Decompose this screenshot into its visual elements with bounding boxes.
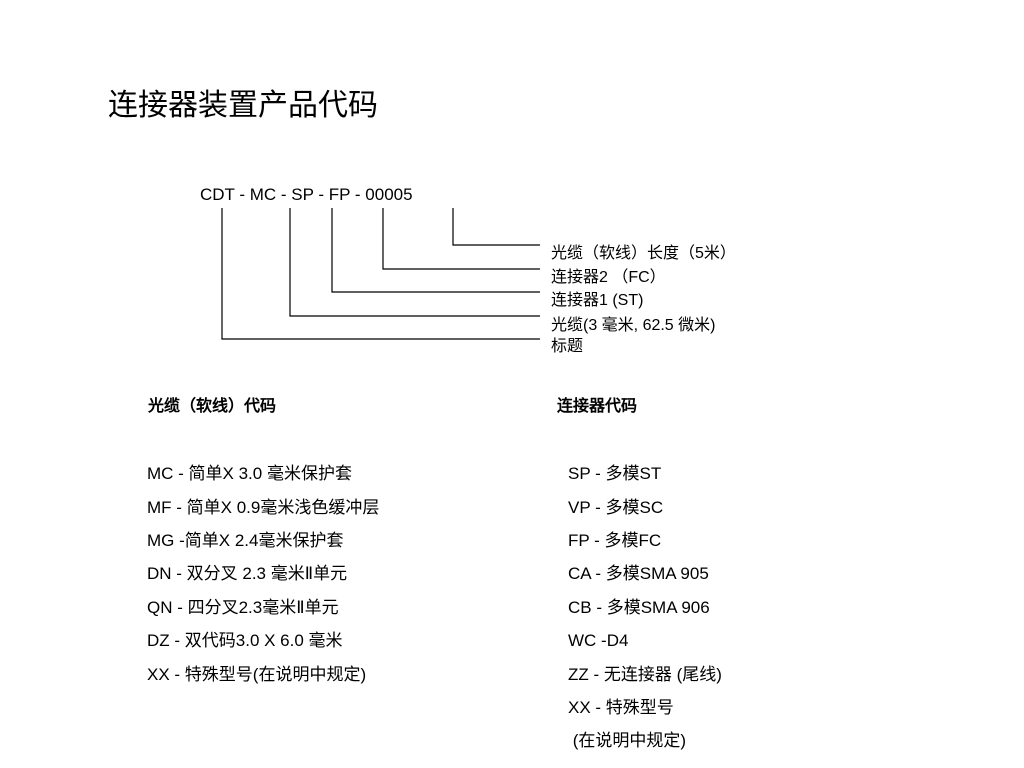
cable-code-heading: 光缆（软线）代码 [148, 398, 277, 415]
connector-code-heading: 连接器代码 [557, 398, 638, 415]
connector-code-item: SP - 多模ST [568, 464, 662, 483]
legend-connector-2: 连接器2 （FC） [551, 269, 666, 286]
connector-line-connector1 [331, 208, 540, 293]
cable-code-item: DN - 双分叉 2.3 毫米Ⅱ单元 [147, 564, 348, 583]
connector-line-title [221, 208, 540, 340]
cable-code-item: MC - 简单X 3.0 毫米保护套 [147, 464, 352, 483]
product-code: CDT - MC - SP - FP - 00005 [200, 185, 413, 204]
cable-code-item: MF - 简单X 0.9毫米浅色缓冲层 [147, 498, 380, 517]
connector-code-item: CB - 多模SMA 906 [568, 598, 710, 617]
connector-code-item: FP - 多模FC [568, 531, 662, 550]
cable-code-item: QN - 四分叉2.3毫米Ⅱ单元 [147, 598, 339, 617]
cable-code-item: XX - 特殊型号(在说明中规定) [147, 665, 367, 684]
connector-code-item: CA - 多模SMA 905 [568, 564, 709, 583]
connector-code-item: ZZ - 无连接器 (尾线) [568, 665, 722, 684]
connector-code-item: XX - 特殊型号 [568, 698, 674, 717]
legend-cable-length: 光缆（软线）长度（5米） [551, 245, 736, 262]
connector-line-length [452, 208, 540, 246]
cable-code-item: MG -简单X 2.4毫米保护套 [147, 531, 344, 550]
connector-line-cable [289, 208, 540, 317]
connector-code-item: (在说明中规定) [568, 731, 687, 750]
page-title: 连接器装置产品代码 [108, 88, 378, 123]
legend-title: 标题 [551, 338, 584, 355]
connector-code-item: VP - 多模SC [568, 498, 664, 517]
connector-code-item: WC -D4 [568, 631, 629, 650]
connector-line-connector2 [382, 208, 540, 270]
legend-cable-type: 光缆(3 毫米, 62.5 微米) [551, 317, 716, 334]
legend-connector-1: 连接器1 (ST) [551, 292, 644, 309]
cable-code-item: DZ - 双代码3.0 X 6.0 毫米 [147, 631, 343, 650]
